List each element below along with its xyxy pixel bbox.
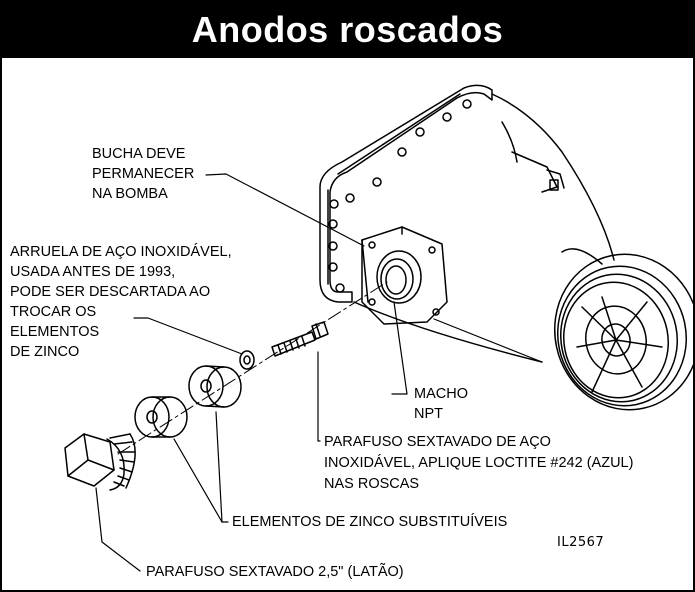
leader-bushing bbox=[205, 173, 365, 247]
page-title: Anodos roscados bbox=[191, 9, 504, 50]
title-bar: Anodos roscados bbox=[2, 2, 693, 58]
label-npt-line1: MACHO bbox=[414, 386, 468, 402]
label-washer-line4: TROCAR OS bbox=[10, 304, 97, 320]
label-plug: PARAFUSO SEXTAVADO 2,5" (LATÃO) bbox=[146, 564, 404, 580]
leader-npt bbox=[391, 301, 408, 395]
leader-housing bbox=[433, 318, 543, 363]
pump-housing bbox=[319, 84, 693, 411]
hex-capscrew bbox=[271, 321, 329, 357]
label-washer-line1: ARRUELA DE AÇO INOXIDÁVEL, bbox=[10, 244, 232, 260]
label-capscrew-line2: INOXIDÁVEL, APLIQUE LOCTITE #242 (AZUL) bbox=[324, 455, 634, 471]
label-washer: ARRUELA DE AÇO INOXIDÁVEL, USADA ANTES D… bbox=[10, 242, 232, 362]
leader-zinc-a bbox=[173, 438, 223, 523]
label-bushing-line2: PERMANECER bbox=[92, 166, 195, 182]
label-bushing-line3: NA BOMBA bbox=[92, 186, 168, 202]
zinc-element-lower bbox=[134, 396, 188, 438]
label-npt: MACHO NPT bbox=[414, 384, 468, 424]
label-npt-line2: NPT bbox=[414, 406, 443, 422]
label-bushing: BUCHA DEVE PERMANECER NA BOMBA bbox=[92, 144, 194, 204]
label-washer-line6: DE ZINCO bbox=[10, 344, 80, 360]
label-capscrew: PARAFUSO SEXTAVADO DE AÇO INOXIDÁVEL, AP… bbox=[324, 432, 633, 495]
label-capscrew-line1: PARAFUSO SEXTAVADO DE AÇO bbox=[324, 434, 551, 450]
brass-plug bbox=[64, 433, 136, 491]
label-washer-line5: ELEMENTOS bbox=[10, 324, 100, 340]
label-washer-line3: PODE SER DESCARTADA AO bbox=[10, 284, 211, 300]
washer bbox=[239, 350, 255, 370]
label-capscrew-line3: NAS ROSCAS bbox=[324, 476, 420, 492]
assembly-axis bbox=[117, 281, 388, 455]
label-bushing-line1: BUCHA DEVE bbox=[92, 146, 186, 162]
label-zinc: ELEMENTOS DE ZINCO SUBSTITUÍVEIS bbox=[232, 514, 508, 530]
leader-capscrew bbox=[317, 351, 321, 442]
label-washer-line2: USADA ANTES DE 1993, bbox=[10, 264, 176, 280]
leader-plug bbox=[95, 487, 141, 572]
zinc-element-upper bbox=[188, 365, 242, 408]
leader-zinc-b bbox=[215, 411, 223, 523]
illustration-code: IL2567 bbox=[557, 535, 605, 550]
leader-washer bbox=[133, 317, 243, 355]
